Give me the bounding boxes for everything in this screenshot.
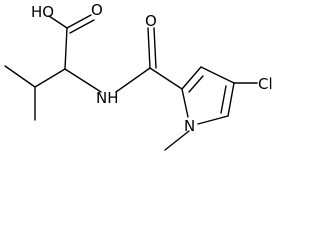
bond-amide-double-a [147, 27, 151, 69]
bond-isopropyl-alpha [34, 68, 66, 88]
chemical-structure: HO O O NH N Cl [4, 1, 273, 151]
bond-carboxyl-hydroxyl [48, 15, 68, 29]
bond-amide-double-b [153, 27, 157, 69]
bond-ring-c5-c4-b [220, 85, 227, 114]
hydroxyl-label: HO [31, 3, 54, 21]
bond-carboxyl-double-b [69, 19, 95, 34]
bond-ring-c5-c4-a [227, 82, 235, 117]
chlorine-label: Cl [258, 75, 273, 93]
bond-n1-methyl [164, 130, 190, 151]
bond-carbonyl-ring [149, 67, 183, 90]
bond-carboxyl-double-a [66, 14, 92, 29]
bond-ring-n1-c5 [197, 115, 229, 125]
amide-oxygen-label: O [145, 12, 157, 30]
bond-nitrogen-carbonyl [115, 67, 151, 93]
bond-ring-c4-c3 [200, 66, 235, 84]
bond-methyl-left [4, 65, 36, 88]
bond-alpha-carboxyl [64, 27, 68, 70]
bond-ring-c3-c2-a [181, 66, 202, 90]
bond-ring-c3-c2-b [188, 75, 204, 93]
bond-ring-c2-n1 [181, 88, 189, 118]
ring-nitrogen-label: N [184, 117, 195, 135]
bond-alpha-nitrogen [64, 68, 102, 93]
carboxyl-oxygen-label: O [91, 1, 103, 19]
amide-nitrogen-label: NH [96, 89, 119, 107]
